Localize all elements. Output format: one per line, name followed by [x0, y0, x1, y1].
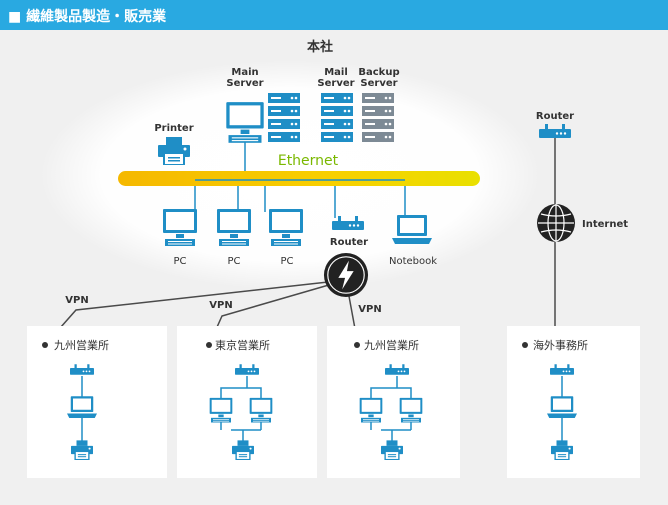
backup-server-label-1: Backup: [358, 67, 399, 78]
main-server-label-1: Main: [231, 67, 258, 78]
ethernet-bar: [118, 171, 480, 186]
printer-label: Printer: [154, 123, 193, 134]
backup-server-label-2: Server: [360, 78, 397, 89]
pc-icon-2: [217, 209, 251, 246]
branch-name: 九州営業所: [54, 338, 109, 352]
vpn-gateway-icon: [323, 252, 369, 298]
internet-globe-icon: [536, 203, 576, 243]
branch-bullet: [354, 342, 360, 348]
mail-server-label-1: Mail: [324, 67, 348, 78]
pc-label-1: PC: [173, 256, 186, 267]
branch-4: 海外事務所: [507, 326, 640, 478]
branch-pc-icon-2: [249, 397, 273, 423]
pc-label-2: PC: [227, 256, 240, 267]
branch-name: 九州営業所: [364, 338, 419, 352]
branch-pc-icon-1: [359, 397, 383, 423]
branch-pc-icon-2: [399, 397, 423, 423]
branch-bullet: [206, 342, 212, 348]
ethernet-label: Ethernet: [278, 153, 339, 169]
main-server-pc-icon: [226, 102, 264, 143]
notebook-icon: [392, 215, 432, 244]
branch-box: [507, 326, 640, 478]
branch-2: 東京営業所: [177, 326, 317, 478]
internet-router-icon: [539, 124, 571, 138]
pc-icon-3: [269, 209, 303, 246]
vpn-label-2: VPN: [209, 300, 232, 311]
vpn-label-3: VPN: [358, 304, 381, 315]
branch-box: [27, 326, 167, 478]
branch-bullet: [522, 342, 528, 348]
branch-bullet: [42, 342, 48, 348]
branch-name: 東京営業所: [215, 338, 270, 352]
pc-label-3: PC: [280, 256, 293, 267]
hq-router-label: Router: [330, 237, 368, 248]
page-header: ■ 繊維製品製造・販売業: [0, 0, 668, 30]
internet-router-label: Router: [536, 111, 574, 122]
branch-1: 九州営業所: [27, 326, 167, 478]
vpn-label-1: VPN: [65, 295, 88, 306]
hq-title: 本社: [307, 39, 333, 55]
branch-name: 海外事務所: [533, 338, 588, 352]
branch-notebook-icon: [547, 396, 577, 418]
branch-3: 九州営業所: [327, 326, 460, 478]
branch-notebook-icon: [67, 396, 97, 418]
branch-pc-icon-1: [209, 397, 233, 423]
header-title: ■ 繊維製品製造・販売業: [8, 9, 167, 25]
pc-icon-1: [163, 209, 197, 246]
internet-label: Internet: [582, 219, 628, 230]
main-server-label-2: Server: [226, 78, 263, 89]
notebook-label: Notebook: [389, 256, 437, 267]
mail-server-label-2: Server: [317, 78, 354, 89]
